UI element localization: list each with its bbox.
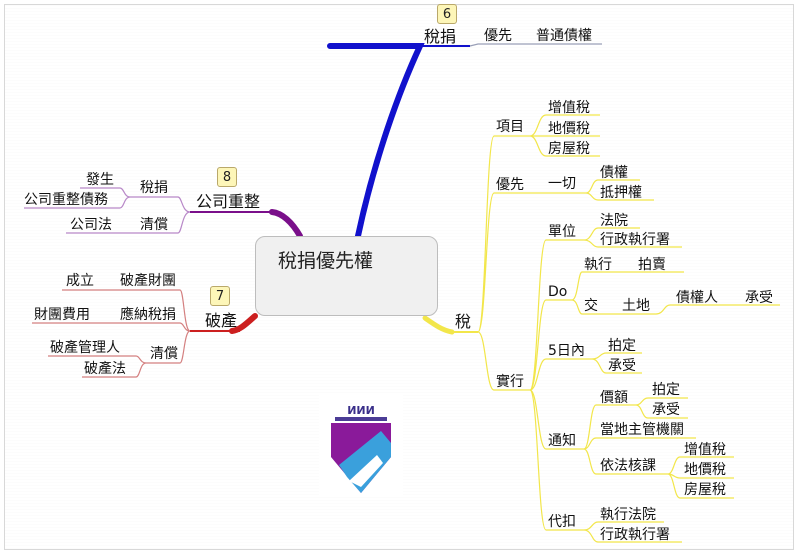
topic-land-value-tax-2[interactable]: 地價稅: [684, 462, 726, 478]
topic-auction[interactable]: 拍賣: [638, 257, 666, 273]
topic-five-days[interactable]: 5日內: [548, 343, 585, 359]
marker-7: 7: [210, 286, 230, 306]
topic-land[interactable]: 土地: [622, 298, 650, 314]
topic-mortgage[interactable]: 抵押權: [600, 185, 642, 201]
topic-notify[interactable]: 通知: [548, 433, 576, 449]
topic-admin-exec-agency[interactable]: 行政執行署: [600, 232, 670, 248]
logo-shield-icon: ИИИ: [331, 401, 391, 493]
topic-general-claims[interactable]: 普通債權: [536, 28, 592, 44]
topic-sale-confirmed[interactable]: 拍定: [608, 338, 636, 354]
topic-occur[interactable]: 發生: [86, 172, 114, 188]
topic-reorg-tax[interactable]: 稅捐: [140, 180, 168, 196]
topic-assume-2[interactable]: 承受: [608, 358, 636, 374]
topic-reorganization[interactable]: 公司重整: [196, 192, 261, 211]
line-practice-children: [529, 239, 592, 531]
marker-6: 6: [437, 4, 457, 24]
topic-claims[interactable]: 債權: [600, 165, 628, 181]
topic-house-tax[interactable]: 房屋稅: [548, 141, 590, 157]
topic-value-added-tax[interactable]: 增值稅: [548, 100, 590, 116]
central-topic[interactable]: 稅捐優先權: [255, 236, 438, 316]
line-notify-children: [583, 397, 734, 499]
topic-establish[interactable]: 成立: [66, 273, 94, 289]
central-topic-label: 稅捐優先權: [278, 250, 374, 272]
topic-practice[interactable]: 實行: [496, 374, 524, 390]
topic-creditor[interactable]: 債權人: [676, 290, 718, 306]
topic-assume-3[interactable]: 承受: [652, 402, 680, 418]
topic-land-value-tax[interactable]: 地價稅: [548, 121, 590, 137]
topic-tax[interactable]: 稅: [455, 312, 472, 331]
line-do-children: [571, 271, 780, 315]
line-five-days-children: [591, 352, 642, 374]
topic-company-law[interactable]: 公司法: [70, 217, 112, 233]
topic-local-authority[interactable]: 當地主管機關: [600, 422, 684, 438]
line-unit-children: [583, 227, 682, 248]
line-tax-children: [477, 135, 530, 391]
topic-deliver[interactable]: 交: [584, 298, 598, 314]
topic-priority[interactable]: 優先: [484, 28, 512, 44]
topic-court[interactable]: 法院: [600, 213, 628, 229]
topic-reorg-clear[interactable]: 清償: [140, 217, 168, 233]
topic-tax-items[interactable]: 項目: [496, 119, 524, 135]
topic-bank-clear[interactable]: 清償: [150, 346, 178, 362]
branch-tax-line: [422, 315, 455, 335]
topic-withhold[interactable]: 代扣: [548, 514, 576, 530]
topic-tax-priority[interactable]: 稅捐: [424, 27, 457, 46]
line-bank-children: [32, 289, 191, 378]
logo-image: ИИИ: [319, 395, 403, 497]
branch-tax-priority-line: [327, 43, 425, 239]
topic-taxes-payable[interactable]: 應納稅捐: [120, 307, 176, 323]
topic-do[interactable]: Do: [548, 284, 568, 300]
topic-bankruptcy[interactable]: 破產: [205, 311, 238, 330]
topic-reorg-debt[interactable]: 公司重整債務: [24, 192, 108, 208]
topic-unit[interactable]: 單位: [548, 224, 576, 240]
topic-all[interactable]: 一切: [548, 176, 576, 192]
svg-text:ИИИ: ИИИ: [347, 404, 375, 417]
topic-value-added-tax-2[interactable]: 增值稅: [684, 442, 726, 458]
line-withhold-children: [583, 521, 682, 543]
marker-8: 8: [217, 167, 237, 187]
topic-sale-confirmed-2[interactable]: 拍定: [652, 382, 680, 398]
line-reorg-children: [24, 187, 191, 234]
topic-levy-by-law[interactable]: 依法核課: [600, 458, 656, 474]
topic-assume[interactable]: 承受: [745, 290, 773, 306]
line-priority-children: [530, 179, 654, 201]
topic-exec-court[interactable]: 執行法院: [600, 507, 656, 523]
topic-admin-exec-agency-2[interactable]: 行政執行署: [600, 527, 670, 543]
topic-house-tax-2[interactable]: 房屋稅: [684, 482, 726, 498]
topic-bankruptcy-law[interactable]: 破產法: [84, 361, 126, 377]
line-items-children: [529, 114, 600, 157]
topic-tax-priority-2[interactable]: 優先: [496, 177, 524, 193]
topic-price[interactable]: 價額: [600, 390, 628, 406]
topic-estate-cost[interactable]: 財團費用: [34, 307, 90, 323]
line-priority-sub: [469, 43, 602, 47]
branch-reorg-line: [269, 209, 303, 239]
topic-execute[interactable]: 執行: [584, 257, 612, 273]
topic-bankruptcy-estate[interactable]: 破產財團: [120, 273, 176, 289]
topic-bankruptcy-trustee[interactable]: 破產管理人: [50, 340, 120, 356]
